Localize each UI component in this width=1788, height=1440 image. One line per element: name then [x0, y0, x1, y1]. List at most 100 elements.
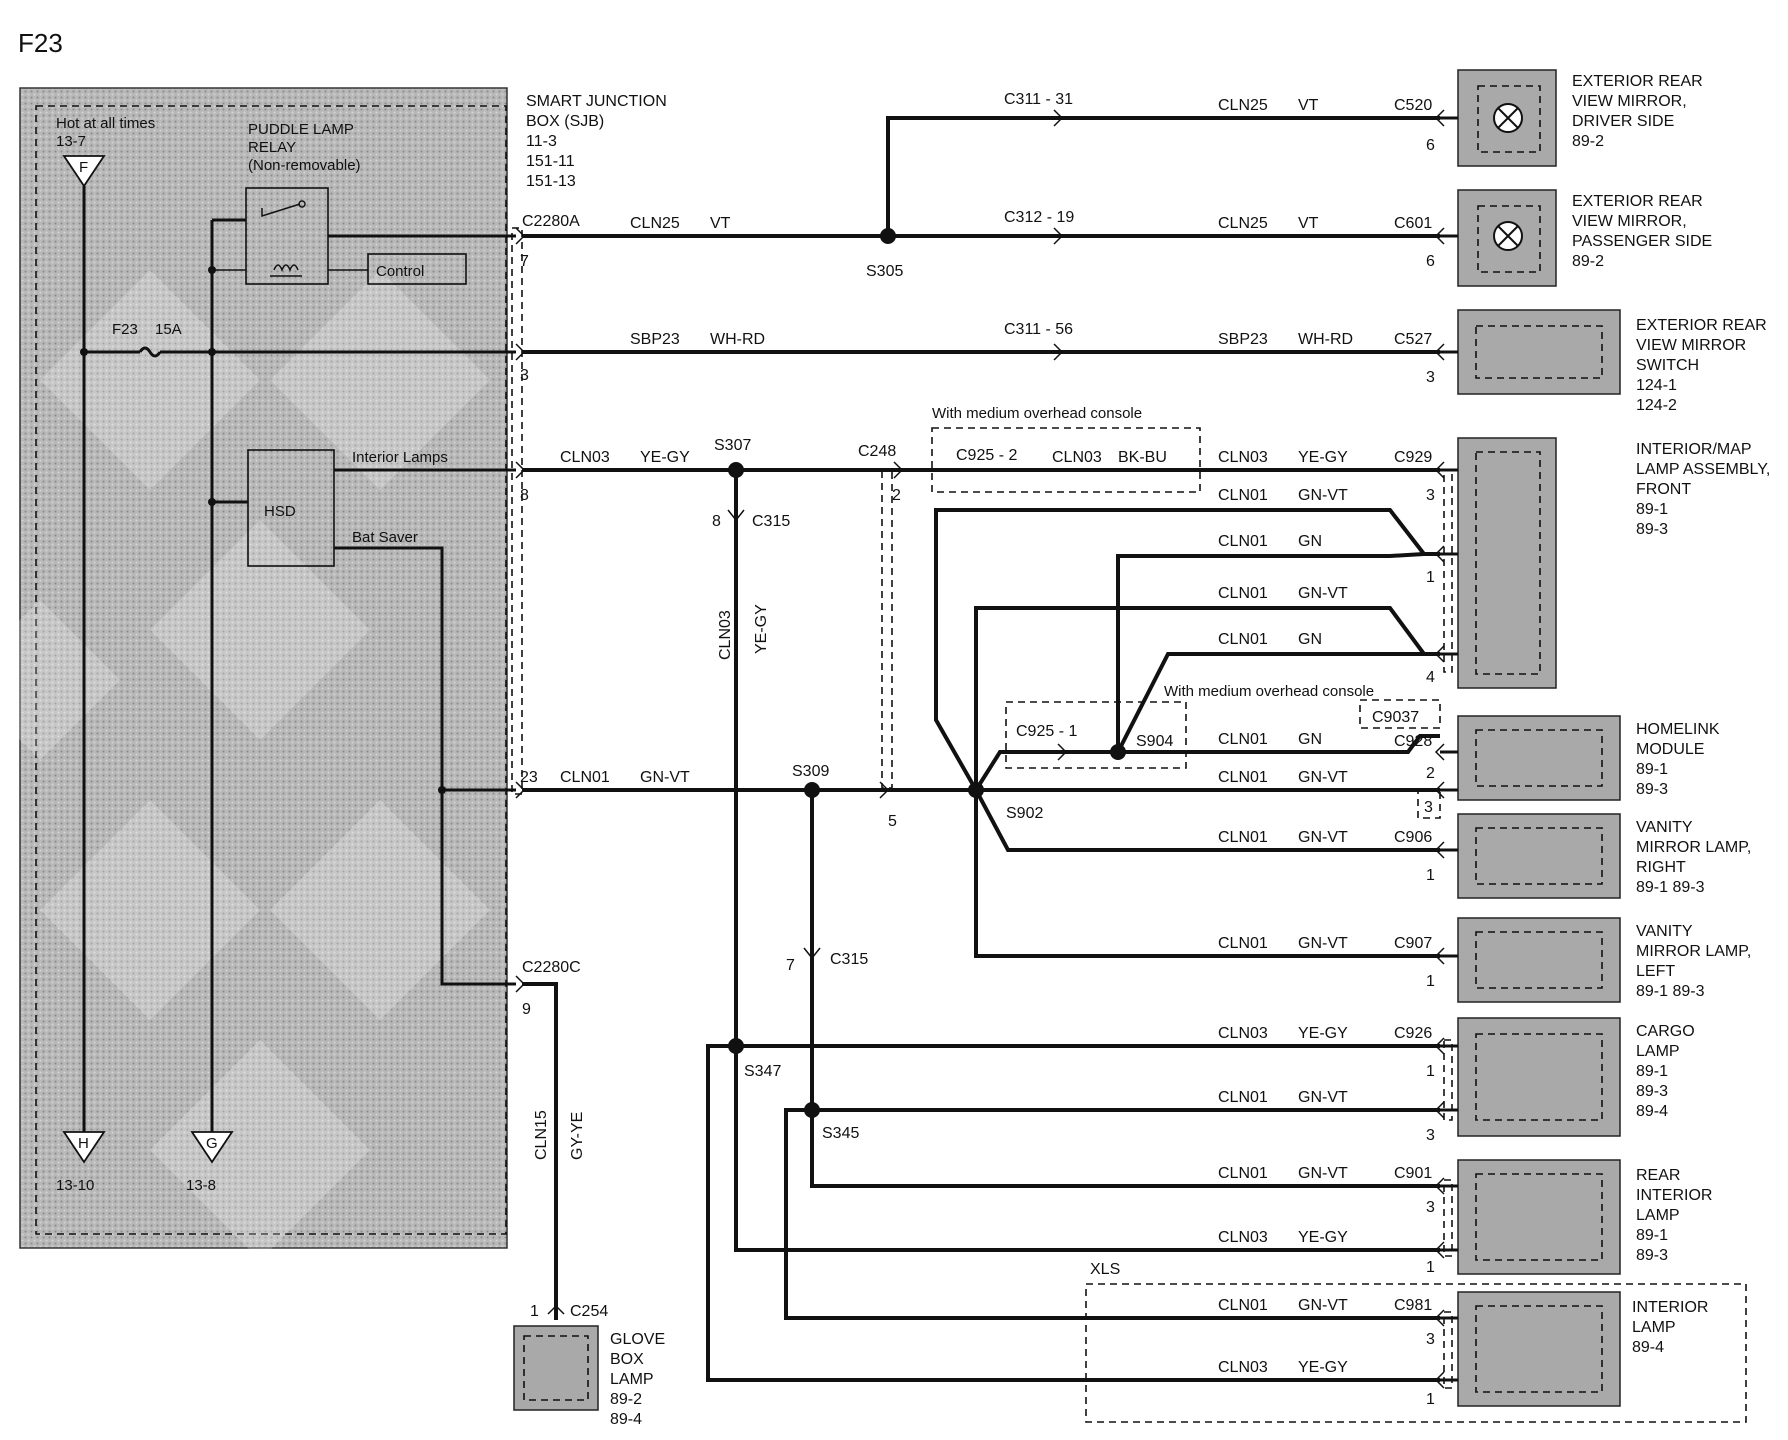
c926-pin-3: 3	[1426, 1127, 1435, 1144]
c901-pin-1: 1	[1426, 1259, 1435, 1276]
wire-cln03-interior	[706, 1044, 1440, 1382]
terminal-g-ref: 13-8	[186, 1177, 216, 1194]
svg-text:124-1: 124-1	[1636, 377, 1677, 394]
svg-text:MIRROR LAMP,: MIRROR LAMP,	[1636, 839, 1751, 856]
wire-cln01-vanity-left	[974, 790, 1440, 958]
svg-text:EXTERIOR REAR: EXTERIOR REAR	[1636, 317, 1767, 334]
wire-cln01-gnvt-map-1	[934, 508, 1440, 791]
svg-text:VIEW MIRROR,: VIEW MIRROR,	[1572, 93, 1687, 110]
svg-text:DRIVER SIDE: DRIVER SIDE	[1572, 113, 1674, 130]
lbl-gn-2: GN	[1298, 533, 1322, 550]
svg-text:89-4: 89-4	[1636, 1103, 1668, 1120]
lbl-gnvt-7: GN-VT	[1298, 829, 1348, 846]
svg-text:REAR: REAR	[1636, 1167, 1680, 1184]
c315-top-pin: 8	[712, 513, 721, 530]
c601-pin: 6	[1426, 253, 1435, 270]
svg-text:VIEW MIRROR,: VIEW MIRROR,	[1572, 213, 1687, 230]
c520-pin: 6	[1426, 137, 1435, 154]
glove-box-lamp	[513, 1325, 599, 1411]
relay-title-1: PUDDLE LAMP	[248, 121, 354, 138]
xls-option-box	[1085, 1283, 1747, 1423]
c601-label: C601	[1394, 215, 1432, 232]
svg-text:FRONT: FRONT	[1636, 481, 1691, 498]
lbl-gnvt-8: GN-VT	[1298, 935, 1348, 952]
relay-switch-contact	[261, 203, 301, 218]
smart-junction-box: Hot at all times 13-7 F PUDDLE LAMP RELA…	[0, 87, 667, 1260]
svg-text:89-1 89-3: 89-1 89-3	[1636, 879, 1705, 896]
svg-text:BOX: BOX	[610, 1351, 644, 1368]
c315-top-label: C315	[752, 513, 790, 530]
svg-text:VANITY: VANITY	[1636, 819, 1693, 836]
wire-label-vt: VT	[710, 215, 731, 232]
wire-cln01-gn-map-4	[1116, 652, 1440, 753]
terminal-h-ref: 13-10	[56, 1177, 94, 1194]
splice-s307-label: S307	[714, 437, 751, 454]
svg-text:151-13: 151-13	[526, 173, 576, 190]
lbl-gnvt-13: GN-VT	[1298, 1297, 1348, 1314]
svg-text:LAMP: LAMP	[1632, 1319, 1676, 1336]
bat-saver-label: Bat Saver	[352, 529, 418, 546]
c929-pin-1: 1	[1426, 569, 1435, 586]
c248-pin-5: 5	[888, 813, 897, 830]
c254-label: C254	[570, 1303, 608, 1320]
c906-pin: 1	[1426, 867, 1435, 884]
c981-pin-3: 3	[1426, 1331, 1435, 1348]
with-console-note-1: With medium overhead console	[932, 405, 1142, 422]
lbl-gnvt-3: GN-VT	[1298, 585, 1348, 602]
c2280a-pin-8: 8	[520, 487, 529, 504]
lbl-gnvt-10: GN-VT	[1298, 1089, 1348, 1106]
svg-text:89-3: 89-3	[1636, 781, 1668, 798]
svg-text:LAMP ASSEMBLY,: LAMP ASSEMBLY,	[1636, 461, 1770, 478]
splice-s902-label: S902	[1006, 805, 1043, 822]
glove-box-lamp-label: GLOVE BOX LAMP 89-2 89-4	[610, 1331, 665, 1428]
sjb-title: SMART JUNCTION BOX (SJB) 11-3 151-11 151…	[526, 93, 667, 190]
wire-cln03-rear	[734, 1046, 1440, 1252]
svg-text:BOX (SJB): BOX (SJB)	[526, 113, 604, 130]
component-rear-interior: C901 3 1 REAR INTERIOR LAMP 89-1 89-3	[1394, 1159, 1712, 1276]
wire-cln01-homelink	[974, 734, 1440, 792]
svg-text:RIGHT: RIGHT	[1636, 859, 1686, 876]
component-interior-lamp: C981 3 1 INTERIOR LAMP 89-4	[1394, 1291, 1708, 1408]
svg-text:89-1: 89-1	[1636, 761, 1668, 778]
splice-s309-label: S309	[792, 763, 829, 780]
wire-cln25-driver	[886, 116, 1440, 236]
lbl-cln01-7: CLN01	[1218, 829, 1268, 846]
c2280a-pin-7: 7	[520, 253, 529, 270]
with-console-note-2: With medium overhead console	[1164, 683, 1374, 700]
svg-text:MIRROR LAMP,: MIRROR LAMP,	[1636, 943, 1751, 960]
svg-text:89-1 89-3: 89-1 89-3	[1636, 983, 1705, 1000]
svg-text:89-1: 89-1	[1636, 1227, 1668, 1244]
hsd-box	[247, 449, 335, 567]
lbl-yegy-14: YE-GY	[1298, 1359, 1348, 1376]
wire-cln01-interior	[784, 1108, 1440, 1320]
relay-contact-point	[298, 200, 306, 208]
lbl-yegy-9: YE-GY	[1298, 1025, 1348, 1042]
svg-text:124-2: 124-2	[1636, 397, 1677, 414]
lbl-cln01-4: CLN01	[1218, 631, 1268, 648]
relay-title-2: RELAY	[248, 139, 296, 156]
xls-label: XLS	[1090, 1261, 1120, 1278]
wire-label-bkbu: BK-BU	[1118, 449, 1167, 466]
svg-text:LAMP: LAMP	[610, 1371, 654, 1388]
wire-label-cln25-c: CLN25	[1218, 215, 1268, 232]
wire-label-gyye: GY-YE	[569, 1112, 586, 1160]
c311-56-label: C311 - 56	[1004, 321, 1073, 338]
c527-label: C527	[1394, 331, 1432, 348]
svg-text:CARGO: CARGO	[1636, 1023, 1695, 1040]
fuse-label: F23	[112, 321, 138, 338]
c2280a-label: C2280A	[522, 213, 580, 230]
lbl-cln03-12: CLN03	[1218, 1229, 1268, 1246]
wire-label-cln01: CLN01	[560, 769, 610, 786]
bat-saver-wire	[334, 546, 516, 986]
sjb-body	[19, 87, 508, 1249]
c2280a-pin-3: 3	[520, 367, 529, 384]
c907-label: C907	[1394, 935, 1432, 952]
lbl-cln01-1: CLN01	[1218, 487, 1268, 504]
relay-title-3: (Non-removable)	[248, 157, 361, 174]
wire-cln01-vanity-right	[974, 789, 1440, 852]
wire-label-cln03-c: CLN03	[1218, 449, 1268, 466]
svg-text:LEFT: LEFT	[1636, 963, 1675, 980]
c926-label: C926	[1394, 1025, 1432, 1042]
c929-pin-3: 3	[1426, 487, 1435, 504]
terminal-g-label: G	[206, 1135, 218, 1152]
